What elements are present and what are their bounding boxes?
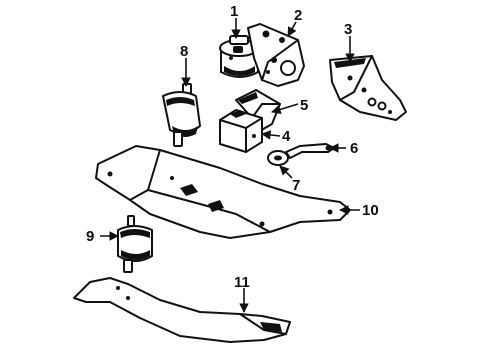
- callout-2: 2: [294, 7, 302, 24]
- part-6-link-rod: [285, 143, 335, 159]
- leader-lines: [100, 18, 360, 313]
- part-8-mount-with-stud: [162, 83, 201, 147]
- callout-labels: 1 2 3 8 5 4 6 7 10 9 11: [86, 3, 379, 291]
- callout-3: 3: [344, 21, 352, 38]
- callout-9: 9: [86, 228, 94, 245]
- part-4-transmission-mount: [219, 109, 263, 153]
- part-9-rubber-mount: [117, 215, 153, 273]
- callout-11: 11: [234, 274, 250, 291]
- part-2-mount-bracket: [247, 23, 305, 87]
- part-7-washer: [267, 150, 289, 166]
- callout-7: 7: [292, 177, 300, 194]
- callout-6: 6: [350, 140, 358, 157]
- callout-8: 8: [180, 43, 188, 60]
- part-11-support-beam: [73, 277, 291, 343]
- callout-1: 1: [230, 3, 238, 20]
- callout-4: 4: [282, 128, 291, 145]
- part-10-crossmember: [95, 145, 351, 239]
- callout-5: 5: [300, 97, 308, 114]
- part-1-engine-mount: [219, 35, 259, 78]
- part-3-support-bracket: [329, 55, 407, 121]
- part-5-heat-shield: [235, 89, 281, 133]
- callout-10: 10: [362, 202, 379, 219]
